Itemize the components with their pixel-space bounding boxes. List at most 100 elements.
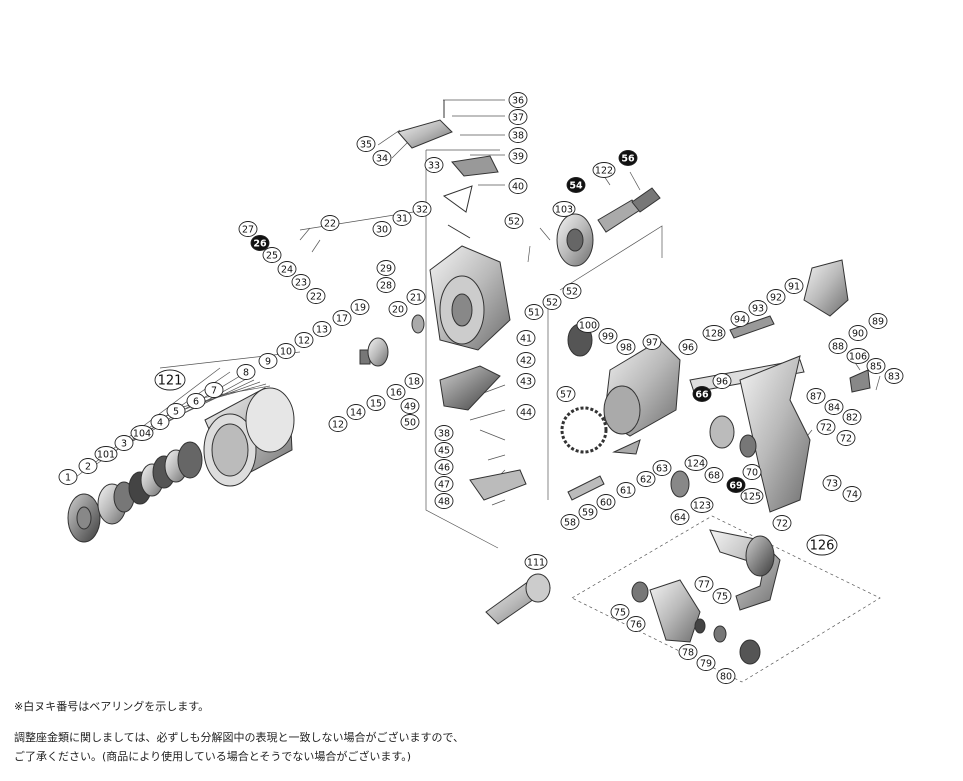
part-callout-p59: 59: [578, 504, 598, 520]
callout-bubble: [332, 310, 352, 326]
callout-bubble: [306, 288, 326, 304]
part-callout-p28: 28: [376, 277, 396, 293]
part-callout-p75a: 75: [712, 588, 732, 604]
callout-bubble: [642, 334, 662, 350]
callout-number: 85: [870, 362, 882, 373]
part-callout-p123: 123: [690, 497, 714, 513]
callout-bubble: [508, 92, 528, 108]
callout-bubble: [508, 109, 528, 125]
callout-bubble: [406, 289, 426, 305]
part-callout-p78: 78: [678, 644, 698, 660]
callout-bubble: [376, 260, 396, 276]
callout-number: 66: [695, 390, 709, 401]
part-callout-p33: 33: [424, 157, 444, 173]
callout-bubble: [704, 467, 724, 483]
callout-bubble: [294, 332, 314, 348]
part-callout-p51: 51: [524, 304, 544, 320]
callout-bubble: [868, 313, 888, 329]
callout-number: 16: [390, 388, 402, 399]
part-callout-p72a: 72: [816, 419, 836, 435]
callout-number: 124: [687, 459, 705, 470]
callout-bubble: [884, 368, 904, 384]
rotor-assembly: [359, 100, 527, 501]
callout-number: 72: [840, 434, 852, 445]
callout-bubble: [678, 644, 698, 660]
part-callout-p68: 68: [704, 467, 724, 483]
part-callout-p69: 69: [726, 477, 746, 493]
callout-number: 44: [520, 408, 532, 419]
callout-bubble: [742, 464, 762, 480]
part-callout-p73: 73: [822, 475, 842, 491]
callout-bubble: [848, 325, 868, 341]
callout-bubble: [312, 321, 332, 337]
callout-bubble: [562, 283, 582, 299]
part-callout-p10: 10: [276, 343, 296, 359]
callout-number: 9: [265, 357, 271, 368]
callout-bubble: [350, 299, 370, 315]
part-callout-p16: 16: [386, 384, 406, 400]
callout-number: 75: [716, 592, 728, 603]
callout-number: 12: [298, 336, 310, 347]
callout-bubble: [130, 425, 154, 441]
part-callout-p52a: 52: [504, 213, 524, 229]
callout-number: 19: [354, 303, 366, 314]
callout-number: 59: [582, 508, 594, 519]
callout-number: 5: [173, 407, 179, 418]
notes-block: ※白ヌキ番号はベアリングを示します。 調整座金類に関しましては、必ずしも分解図中…: [14, 697, 464, 766]
callout-bubble: [690, 497, 714, 513]
part-callout-p98: 98: [616, 339, 636, 355]
callout-bubble: [618, 150, 638, 166]
callout-number: 60: [600, 498, 612, 509]
callout-bubble: [730, 311, 750, 327]
part-callout-p101: 101: [94, 446, 118, 462]
callout-number: 69: [729, 481, 742, 492]
callout-number: 22: [324, 219, 336, 230]
callout-number: 75: [614, 608, 626, 619]
part-callout-p30: 30: [372, 221, 392, 237]
callout-number: 98: [620, 343, 632, 354]
callout-number: 97: [646, 338, 658, 349]
callout-bubble: [598, 328, 618, 344]
callout-bubble: [516, 330, 536, 346]
callout-bubble: [400, 398, 420, 414]
part-callout-p75b: 75: [610, 604, 630, 620]
part-callout-p97: 97: [642, 334, 662, 350]
callout-number: 31: [396, 214, 408, 225]
callout-bubble: [846, 348, 870, 364]
part-callout-p1: 1: [58, 469, 78, 485]
callout-bubble: [824, 399, 844, 415]
part-callout-p94: 94: [730, 311, 750, 327]
callout-number: 1: [65, 473, 71, 484]
part-callout-p61: 61: [616, 482, 636, 498]
part-callout-p96b: 96: [712, 373, 732, 389]
part-callout-p50: 50: [400, 414, 420, 430]
part-callout-p4: 4: [150, 414, 170, 430]
part-callout-p58: 58: [560, 514, 580, 530]
callout-bubble: [670, 509, 690, 525]
callout-number: 106: [849, 352, 867, 363]
callout-bubble: [560, 514, 580, 530]
callout-number: 40: [512, 182, 524, 193]
callout-bubble: [552, 201, 576, 217]
callout-bubble: [828, 338, 848, 354]
callout-bubble: [434, 459, 454, 475]
part-callout-p17: 17: [332, 310, 352, 326]
part-callout-p24: 24: [277, 261, 297, 277]
callout-bubble: [636, 471, 656, 487]
callout-bubble: [516, 352, 536, 368]
callout-bubble: [626, 616, 646, 632]
callout-bubble: [404, 373, 424, 389]
callout-number: 35: [360, 140, 372, 151]
part-callout-p121: 121: [154, 369, 186, 391]
callout-bubble: [596, 494, 616, 510]
part-callout-p104: 104: [130, 425, 154, 441]
part-callout-p70: 70: [742, 464, 762, 480]
callout-number: 84: [828, 403, 840, 414]
part-callout-p88: 88: [828, 338, 848, 354]
callout-number: 82: [846, 413, 858, 424]
callout-number: 77: [698, 580, 710, 591]
part-callout-p85: 85: [866, 358, 886, 374]
part-callout-p27: 27: [238, 221, 258, 237]
callout-number: 13: [316, 325, 328, 336]
